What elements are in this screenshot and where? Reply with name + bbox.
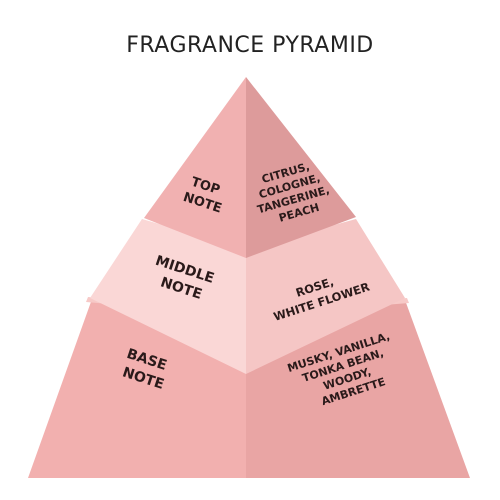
top-tier-right-face — [246, 77, 356, 258]
middle-tier-right-face — [246, 219, 405, 374]
middle-tier — [90, 219, 405, 374]
middle-tier-left-face — [90, 219, 246, 374]
top-tier — [144, 77, 356, 258]
top-tier-left-face — [144, 77, 246, 258]
page-title: FRAGRANCE PYRAMID — [126, 33, 374, 58]
